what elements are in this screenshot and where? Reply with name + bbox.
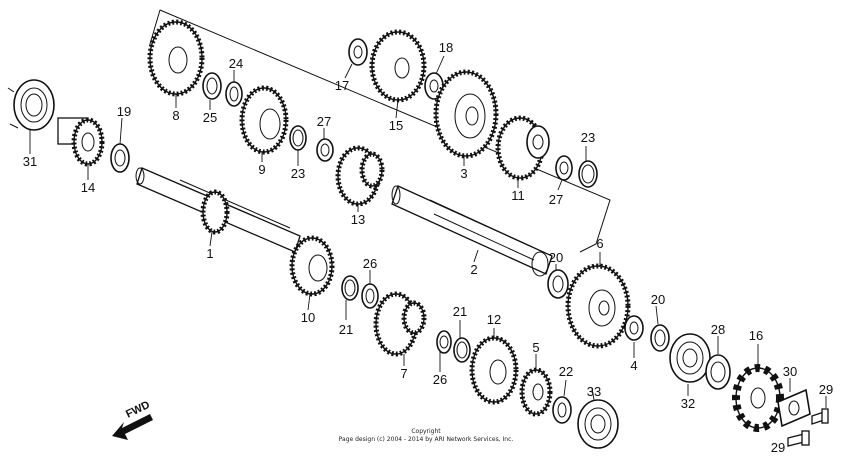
part-label[interactable]: 20 xyxy=(549,250,563,265)
part-23-circlip-a[interactable] xyxy=(289,125,307,151)
part-4-bushing[interactable] xyxy=(624,315,644,341)
part-31-bearing[interactable] xyxy=(7,79,55,131)
part-label[interactable]: 23 xyxy=(581,130,595,145)
part-label[interactable]: 16 xyxy=(749,328,763,343)
part-label[interactable]: 31 xyxy=(23,154,37,169)
part-label[interactable]: 29 xyxy=(819,382,833,397)
part-label[interactable]: 17 xyxy=(335,78,349,93)
part-label[interactable]: 4 xyxy=(630,358,637,373)
part-27-washer-b[interactable] xyxy=(555,155,573,181)
part-label[interactable]: 13 xyxy=(351,212,365,227)
part-5-gear[interactable] xyxy=(519,367,553,417)
part-label[interactable]: 5 xyxy=(532,340,539,355)
copyright-line-2: Page design (c) 2004 - 2014 by ARI Netwo… xyxy=(339,436,514,443)
part-25-bushing[interactable] xyxy=(202,72,222,100)
part-label[interactable]: 10 xyxy=(301,310,315,325)
part-17-washer[interactable] xyxy=(348,38,368,66)
part-19-washer[interactable] xyxy=(110,143,130,173)
part-label[interactable]: 28 xyxy=(711,322,725,337)
part-12-gear[interactable] xyxy=(469,335,519,405)
part-9-gear[interactable] xyxy=(239,85,289,155)
part-1-mainshaft[interactable] xyxy=(135,167,301,253)
leader-lines xyxy=(29,55,827,408)
part-16-sprocket[interactable] xyxy=(732,364,784,432)
part-33-bearing[interactable] xyxy=(577,399,619,449)
part-2-countershaft[interactable] xyxy=(391,185,553,277)
part-label[interactable]: 20 xyxy=(651,292,665,307)
fwd-arrow: FWD xyxy=(112,399,153,440)
part-22-washer[interactable] xyxy=(552,396,572,424)
part-label[interactable]: 27 xyxy=(549,192,563,207)
part-label[interactable]: 1 xyxy=(206,246,213,261)
part-21-circlip-a[interactable] xyxy=(341,275,359,301)
copyright-notice: Copyright Page design (c) 2004 - 2014 by… xyxy=(339,428,514,443)
part-label[interactable]: 26 xyxy=(433,372,447,387)
part-30-fixing-plate[interactable] xyxy=(777,388,811,428)
part-label[interactable]: 22 xyxy=(559,364,573,379)
part-label[interactable]: 19 xyxy=(117,104,131,119)
part-label[interactable]: 25 xyxy=(203,110,217,125)
part-28-oil-seal[interactable] xyxy=(705,354,731,390)
part-label[interactable]: 33 xyxy=(587,384,601,399)
part-label[interactable]: 2 xyxy=(470,262,477,277)
part-7-gear[interactable] xyxy=(373,291,427,357)
part-label[interactable]: 26 xyxy=(363,256,377,271)
part-26-washer-a[interactable] xyxy=(361,283,379,309)
part-32-bearing[interactable] xyxy=(669,333,711,383)
part-13-gear[interactable] xyxy=(335,145,385,207)
group-bracket xyxy=(149,9,611,253)
part-label[interactable]: 7 xyxy=(400,366,407,381)
copyright-line-1: Copyright xyxy=(411,428,441,435)
part-label[interactable]: 18 xyxy=(439,40,453,55)
part-label[interactable]: 27 xyxy=(317,114,331,129)
part-labels: 1 2 3 4 5 6 7 8 9 10 11 12 13 14 15 16 1… xyxy=(23,40,833,455)
part-label[interactable]: 23 xyxy=(291,166,305,181)
part-label[interactable]: 9 xyxy=(258,162,265,177)
part-24-washer[interactable] xyxy=(225,81,243,107)
part-26-washer-b[interactable] xyxy=(436,330,452,354)
part-15-gear[interactable] xyxy=(369,29,427,103)
part-label[interactable]: 12 xyxy=(487,312,501,327)
part-3-gear[interactable] xyxy=(433,69,499,159)
part-label[interactable]: 8 xyxy=(172,108,179,123)
part-27-washer-a[interactable] xyxy=(316,138,334,162)
part-6-gear[interactable] xyxy=(565,263,631,349)
part-label[interactable]: 6 xyxy=(596,236,603,251)
part-label[interactable]: 3 xyxy=(460,166,467,181)
part-20-washer-a[interactable] xyxy=(547,269,569,299)
part-14-gear[interactable] xyxy=(57,117,105,167)
part-21-circlip-b[interactable] xyxy=(453,337,471,363)
part-10-gear[interactable] xyxy=(289,235,335,297)
part-11-gear[interactable] xyxy=(495,115,550,181)
part-29-bolt-a[interactable] xyxy=(811,408,829,425)
part-label[interactable]: 11 xyxy=(511,188,525,203)
part-label[interactable]: 21 xyxy=(453,304,467,319)
part-label[interactable]: 30 xyxy=(783,364,797,379)
part-label[interactable]: 15 xyxy=(389,118,403,133)
part-label[interactable]: 14 xyxy=(81,180,95,195)
part-23-circlip-b[interactable] xyxy=(578,160,598,188)
part-label[interactable]: 24 xyxy=(229,56,243,71)
part-29-bolt-b[interactable] xyxy=(787,430,810,447)
part-20-washer-b[interactable] xyxy=(650,324,670,352)
part-label[interactable]: 21 xyxy=(339,322,353,337)
part-8-gear[interactable] xyxy=(147,19,205,97)
part-label[interactable]: 29 xyxy=(771,440,785,455)
part-label[interactable]: 32 xyxy=(681,396,695,411)
